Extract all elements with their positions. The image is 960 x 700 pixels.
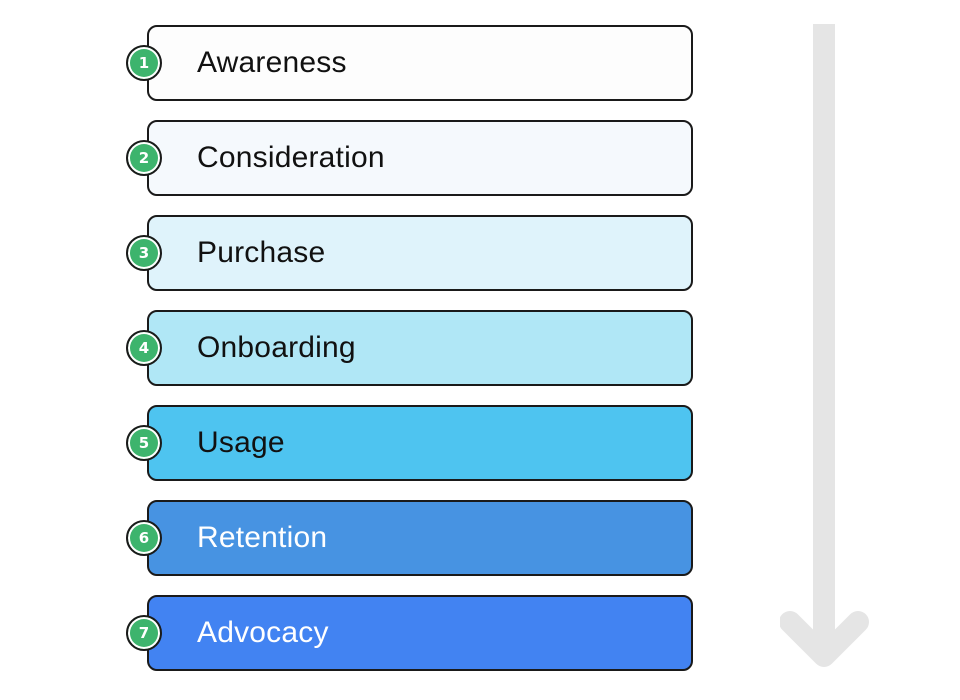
step-number-badge: 6 xyxy=(126,520,162,556)
step-label: Awareness xyxy=(197,46,347,79)
step-number-badge: 4 xyxy=(126,330,162,366)
arrow-head xyxy=(780,611,869,667)
step-number-badge: 5 xyxy=(126,425,162,461)
step-number-badge: 7 xyxy=(126,615,162,651)
step-retention: 6 Retention xyxy=(126,500,693,576)
step-consideration: 2 Consideration xyxy=(126,120,693,196)
step-purchase: 3 Purchase xyxy=(126,215,693,291)
step-number-badge: 1 xyxy=(126,45,162,81)
step-label: Advocacy xyxy=(197,616,329,649)
step-label: Usage xyxy=(197,426,285,459)
arrow-shaft xyxy=(813,24,835,652)
step-awareness: 1 Awareness xyxy=(126,25,693,101)
step-number-badge: 3 xyxy=(126,235,162,271)
step-label: Purchase xyxy=(197,236,326,269)
step-onboarding: 4 Onboarding xyxy=(126,310,693,386)
step-label: Onboarding xyxy=(197,331,356,364)
step-label: Retention xyxy=(197,521,328,554)
arrow-down-icon xyxy=(780,24,869,667)
step-number-badge: 2 xyxy=(126,140,162,176)
step-label: Consideration xyxy=(197,141,385,174)
step-usage: 5 Usage xyxy=(126,405,693,481)
step-advocacy: 7 Advocacy xyxy=(126,595,693,671)
